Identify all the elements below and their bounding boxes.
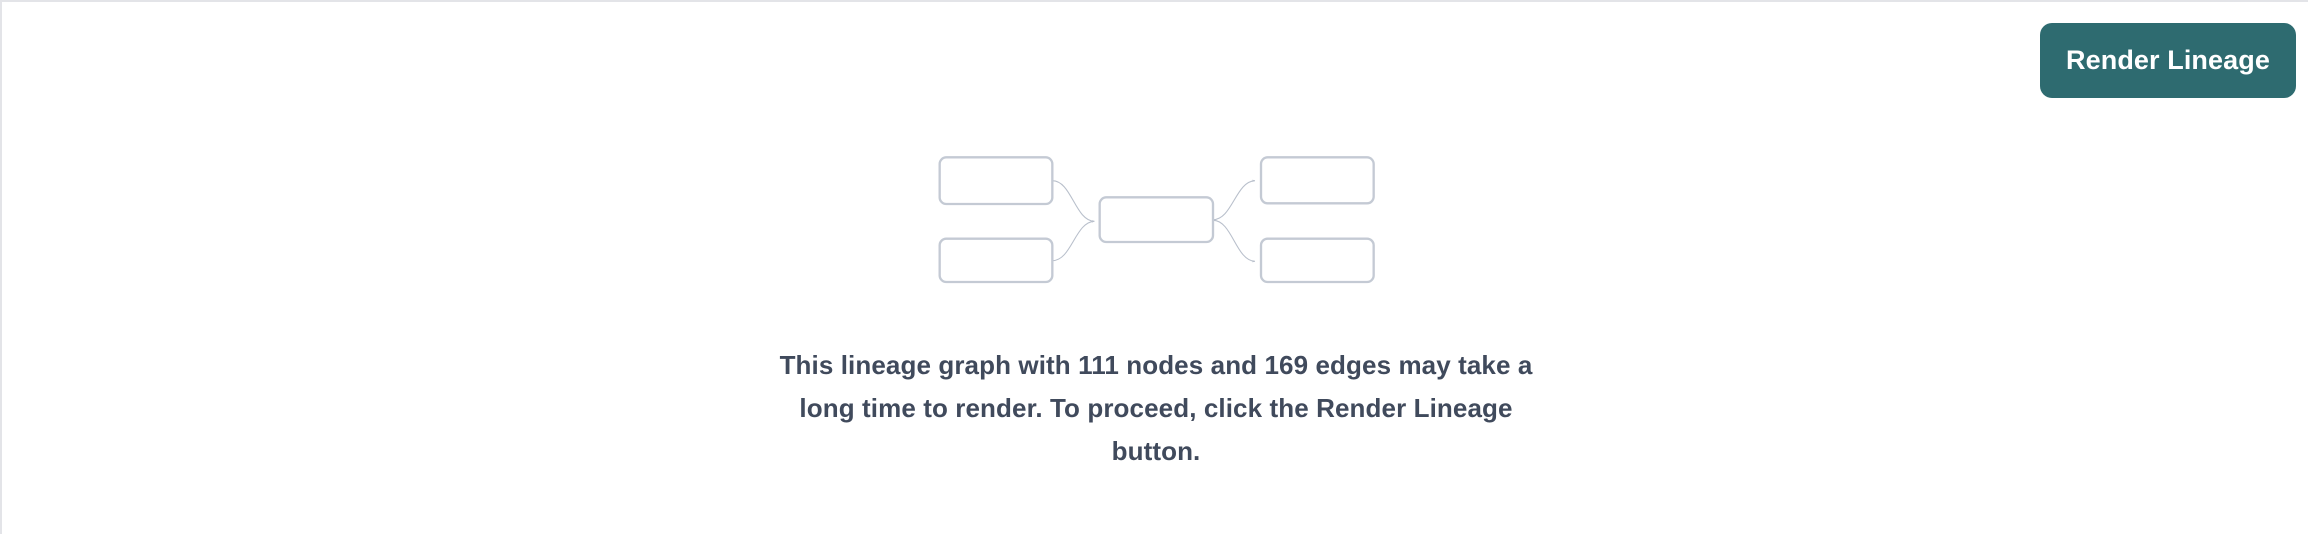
render-lineage-button[interactable]: Render Lineage	[2040, 23, 2296, 98]
lineage-node	[1259, 237, 1375, 284]
lineage-empty-state: This lineage graph with 111 nodes and 16…	[2, 118, 2308, 473]
lineage-node	[1098, 196, 1215, 244]
lineage-graph-placeholder-icon	[938, 156, 1375, 284]
lineage-node	[1259, 156, 1375, 205]
lineage-empty-message: This lineage graph with 111 nodes and 16…	[779, 350, 1533, 466]
lineage-node	[938, 156, 1054, 206]
lineage-node	[938, 237, 1054, 284]
